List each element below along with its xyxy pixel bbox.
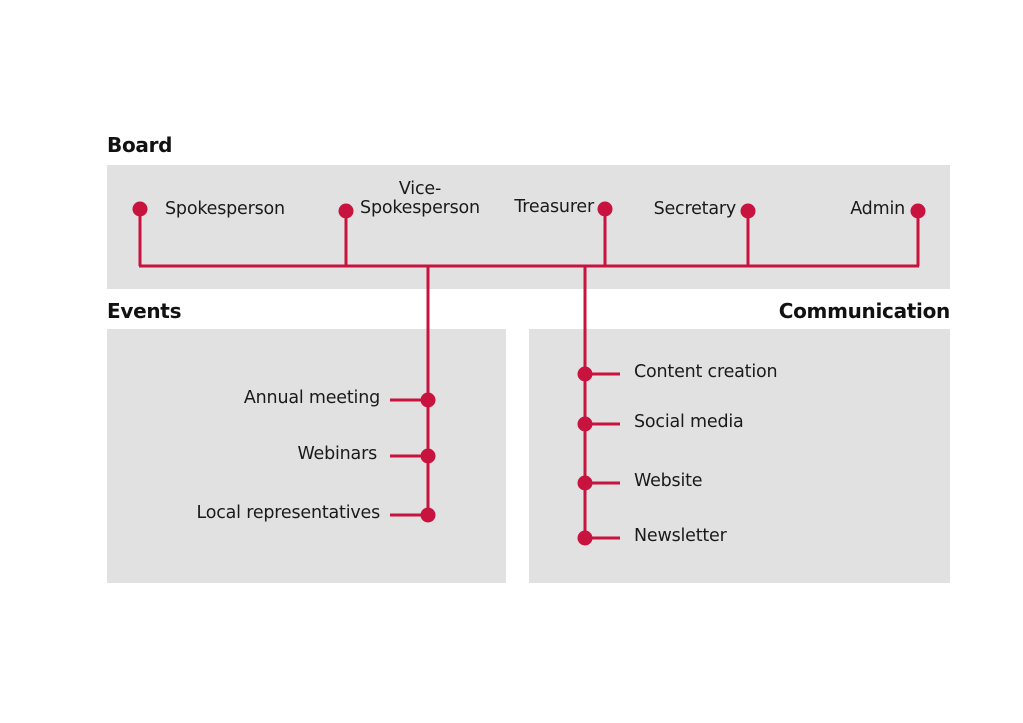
role-secretary: Secretary (653, 199, 737, 219)
board-panel (107, 165, 950, 289)
communication-panel (529, 329, 950, 583)
role-spokesperson: Spokesperson (165, 199, 285, 219)
dot-webinars (420, 448, 436, 464)
events-item-annual-meeting: Annual meeting (243, 388, 380, 408)
dot-vice-spokesperson (338, 203, 354, 219)
communication-item-newsletter: Newsletter (634, 526, 727, 546)
communication-item-website: Website (634, 471, 703, 491)
dot-website (577, 475, 593, 491)
dot-local-representatives (420, 507, 436, 523)
events-panel (107, 329, 506, 583)
events-heading: Events (107, 299, 182, 323)
communication-heading: Communication (778, 299, 951, 323)
board-heading: Board (107, 133, 173, 157)
dot-newsletter (577, 530, 593, 546)
dot-annual-meeting (420, 392, 436, 408)
role-vice-line1: Vice- (398, 179, 442, 199)
dot-content-creation (577, 366, 593, 382)
role-vice-spokesperson: Vice- Spokesperson (358, 179, 482, 219)
events-item-webinars: Webinars (297, 444, 377, 464)
dot-treasurer (597, 201, 613, 217)
role-treasurer: Treasurer (514, 197, 594, 217)
role-vice-line2: Spokesperson (360, 198, 480, 219)
dot-social-media (577, 416, 593, 432)
events-item-local-representatives: Local representatives (196, 503, 380, 523)
dot-admin (910, 203, 926, 219)
dot-secretary (740, 203, 756, 219)
dot-spokesperson (132, 201, 148, 217)
communication-item-social-media: Social media (634, 412, 744, 432)
role-admin: Admin (850, 199, 905, 219)
communication-item-content-creation: Content creation (634, 362, 778, 382)
